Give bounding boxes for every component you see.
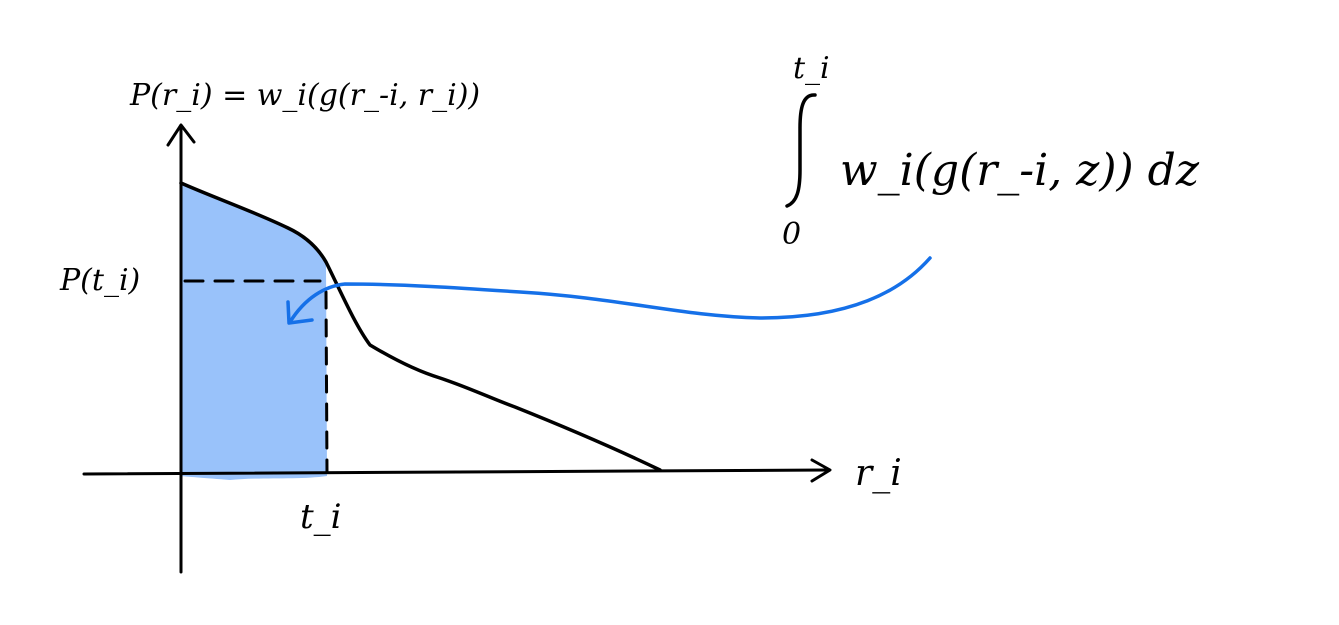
x-axis-arrowhead [810, 458, 832, 483]
integral-upper-limit: t_i [793, 51, 830, 86]
integral-lower-limit: 0 [782, 217, 801, 252]
y-axis-arrowhead [166, 123, 196, 147]
x-axis [82, 468, 830, 476]
integral-integrand: w_i(g(r_-i, z)) dz [840, 145, 1200, 196]
threshold-y-label: P(t_i) [59, 263, 140, 298]
integral-area [181, 183, 327, 480]
integral-expression: t_i 0 w_i(g(r_-i, z)) dz [782, 51, 1200, 252]
threshold-x-label: t_i [300, 497, 342, 537]
dashed-guide-vertical [324, 290, 329, 474]
y-axis-label: P(r_i) = w_i(g(r_-i, r_i)) [129, 78, 480, 113]
probability-curve [179, 181, 662, 472]
annotation-arrowhead [286, 300, 314, 325]
annotation-arrow [288, 256, 932, 324]
x-axis-label: r_i [855, 453, 902, 494]
integral-sign [785, 93, 817, 208]
